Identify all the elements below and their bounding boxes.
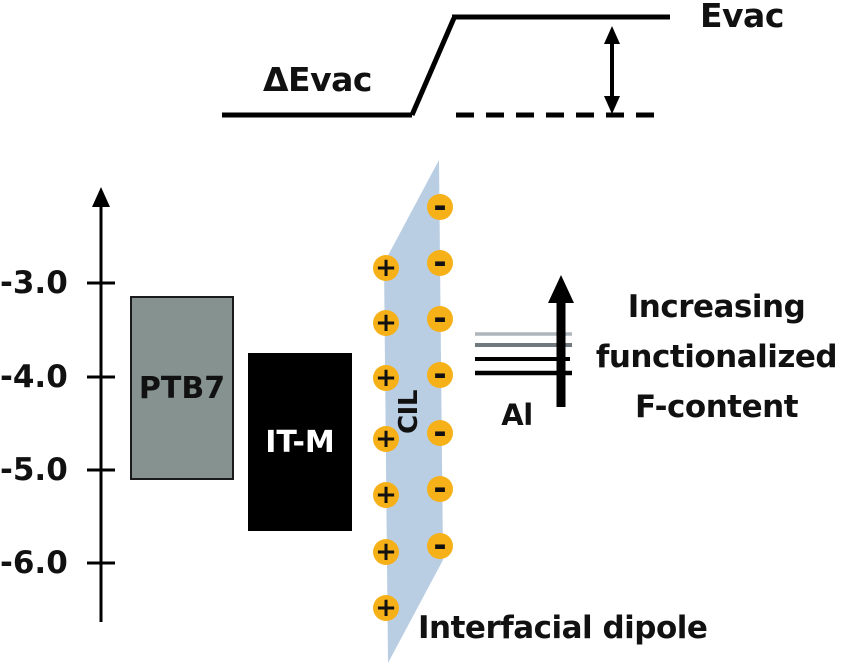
delta-evac-label: ΔEvac [263,60,372,99]
increasing-line-2: functionalized [595,339,838,375]
negative-charge: - [427,190,453,222]
negative-charge: - [427,302,453,334]
ptb7-box-label: PTB7 [138,370,226,406]
increasing-line-3: F-content [634,389,799,425]
energy-axis-tick-label: -5.0 [0,452,68,488]
f-content-arrow-head [548,275,574,303]
cil-layer-shape [384,160,443,663]
increasing-f-content-label: Increasing functionalized F-content [583,282,850,432]
ptb7-box [130,296,234,480]
al-electrode-label: Al [501,398,533,432]
itm-box-label: IT-M [265,424,335,460]
energy-axis-tick-label: -3.0 [0,265,68,301]
increasing-line-1: Increasing [627,289,806,325]
positive-charge: + [373,255,399,281]
negative-charge: - [427,358,453,390]
vacuum-step-diagonal [409,17,457,116]
positive-charge: + [373,482,399,508]
negative-charge: - [427,529,453,561]
energy-axis-tick-label: -4.0 [0,359,68,395]
negative-charge: - [427,472,453,504]
evac-label: Evac [700,0,784,35]
delta-evac-arrow-down-head [604,96,620,114]
energy-axis-arrow-head [92,187,110,207]
positive-charge: + [373,539,399,565]
positive-charge: + [373,426,399,452]
negative-charge: - [427,246,453,278]
energy-axis-tick-label: -6.0 [0,545,68,581]
positive-charge: + [373,365,399,391]
positive-charge: + [373,595,399,621]
itm-box [248,353,352,531]
negative-charge: - [427,416,453,448]
energy-axis-ticks [87,281,115,565]
positive-charge: + [373,310,399,336]
delta-evac-arrow-up-head [604,26,620,44]
interfacial-dipole-label: Interfacial dipole [418,610,708,646]
